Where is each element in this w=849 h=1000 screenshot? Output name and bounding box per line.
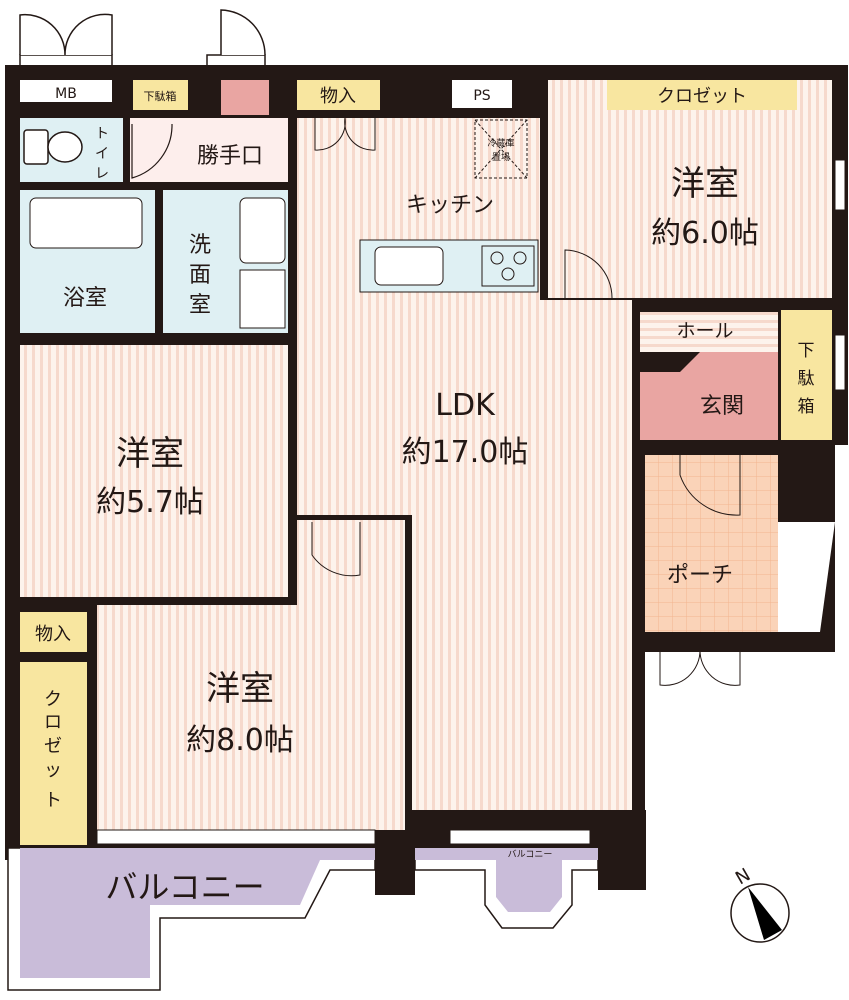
porch: [645, 455, 778, 632]
washroom-label-3: 室: [189, 293, 211, 318]
closet-left-5: ト: [44, 790, 62, 811]
bath-label: 浴室: [63, 286, 107, 311]
closet-left-1: ク: [44, 689, 62, 710]
hall-label: ホール: [676, 320, 733, 342]
fridge-cross: [474, 119, 528, 179]
stove-icon: [481, 245, 535, 287]
front-door-icon: [679, 455, 741, 516]
shoebox-right-2: 駄: [798, 369, 815, 389]
sink-icon: [374, 246, 444, 286]
shoebox-right: [781, 310, 832, 440]
fridge-space: [474, 119, 528, 179]
compass-icon: N: [730, 864, 790, 943]
storage-door-icon: [314, 117, 376, 151]
closet-top-label: クロゼット: [657, 86, 747, 107]
washroom-label-1: 洗: [189, 233, 211, 258]
porch-label: ポーチ: [667, 563, 733, 588]
ps-box: [452, 80, 512, 108]
ldk-name: LDK: [435, 388, 496, 423]
storage-top-label: 物入: [320, 86, 356, 107]
shoebox-top-label: 下駄箱: [144, 89, 177, 103]
ldk-size: 約17.0帖: [402, 435, 529, 470]
western-room-2: [20, 345, 288, 597]
toilet-icon: [23, 129, 83, 165]
shoebox-right-3: 箱: [798, 397, 815, 417]
service-door-area: [130, 118, 288, 182]
western-room-3-name: 洋室: [206, 669, 274, 709]
storage-left-label: 物入: [35, 624, 71, 645]
service-door-label: 勝手口: [197, 144, 263, 169]
western-room-3-size: 約8.0帖: [186, 723, 294, 758]
room-door-icon: [564, 249, 613, 299]
toilet-label-3: レ: [95, 166, 109, 182]
top-doors: [19, 9, 266, 68]
entrance: [640, 352, 778, 440]
western-room-2-name: 洋室: [116, 434, 184, 474]
porch-doors-icon: [659, 649, 741, 686]
door-swing-icon: [131, 123, 173, 179]
windows: [96, 159, 846, 845]
closet-left-3: ゼ: [44, 736, 62, 757]
balcony-small-label: バルコニー: [508, 849, 553, 860]
western-room-2-size: 約5.7帖: [96, 485, 204, 520]
room-door-icon-2: [311, 522, 361, 577]
mb-label: MB: [55, 86, 77, 102]
storage-top: [297, 80, 380, 110]
storage-left: [20, 612, 87, 652]
fridge-label-1: 冷蔵庫: [487, 137, 514, 149]
shoebox-top: [133, 80, 188, 110]
western-room-3: [97, 520, 405, 830]
closet-left-2: ロ: [44, 712, 62, 733]
balcony-small-floor: [415, 848, 598, 912]
balcony-main-label: バルコニー: [105, 868, 264, 906]
toilet-label-1: ト: [95, 126, 109, 142]
kitchen-label: キッチン: [406, 193, 494, 218]
toilet-label-2: イ: [95, 146, 109, 162]
exterior-notch: [767, 522, 835, 632]
fridge-label-2: 置場: [492, 151, 510, 163]
western-room-1-name: 洋室: [671, 164, 739, 204]
entrance-label: 玄関: [700, 394, 744, 419]
shoebox-right-1: 下: [798, 341, 815, 361]
hall: [640, 312, 778, 352]
ps-label: PS: [473, 88, 490, 104]
closet-left: [20, 662, 87, 845]
bathtub-icon: [29, 197, 143, 249]
closet-top: [607, 80, 797, 110]
washroom-label-2: 面: [189, 263, 211, 288]
service-entry-tile: [221, 80, 269, 115]
mb-box: [20, 80, 112, 102]
closet-left-4: ッ: [44, 760, 62, 781]
western-room-1-size: 約6.0帖: [651, 216, 759, 251]
balcony-main-floor: [20, 848, 375, 978]
washbasin-icon: [239, 197, 286, 264]
washing-machine-icon: [239, 269, 286, 329]
